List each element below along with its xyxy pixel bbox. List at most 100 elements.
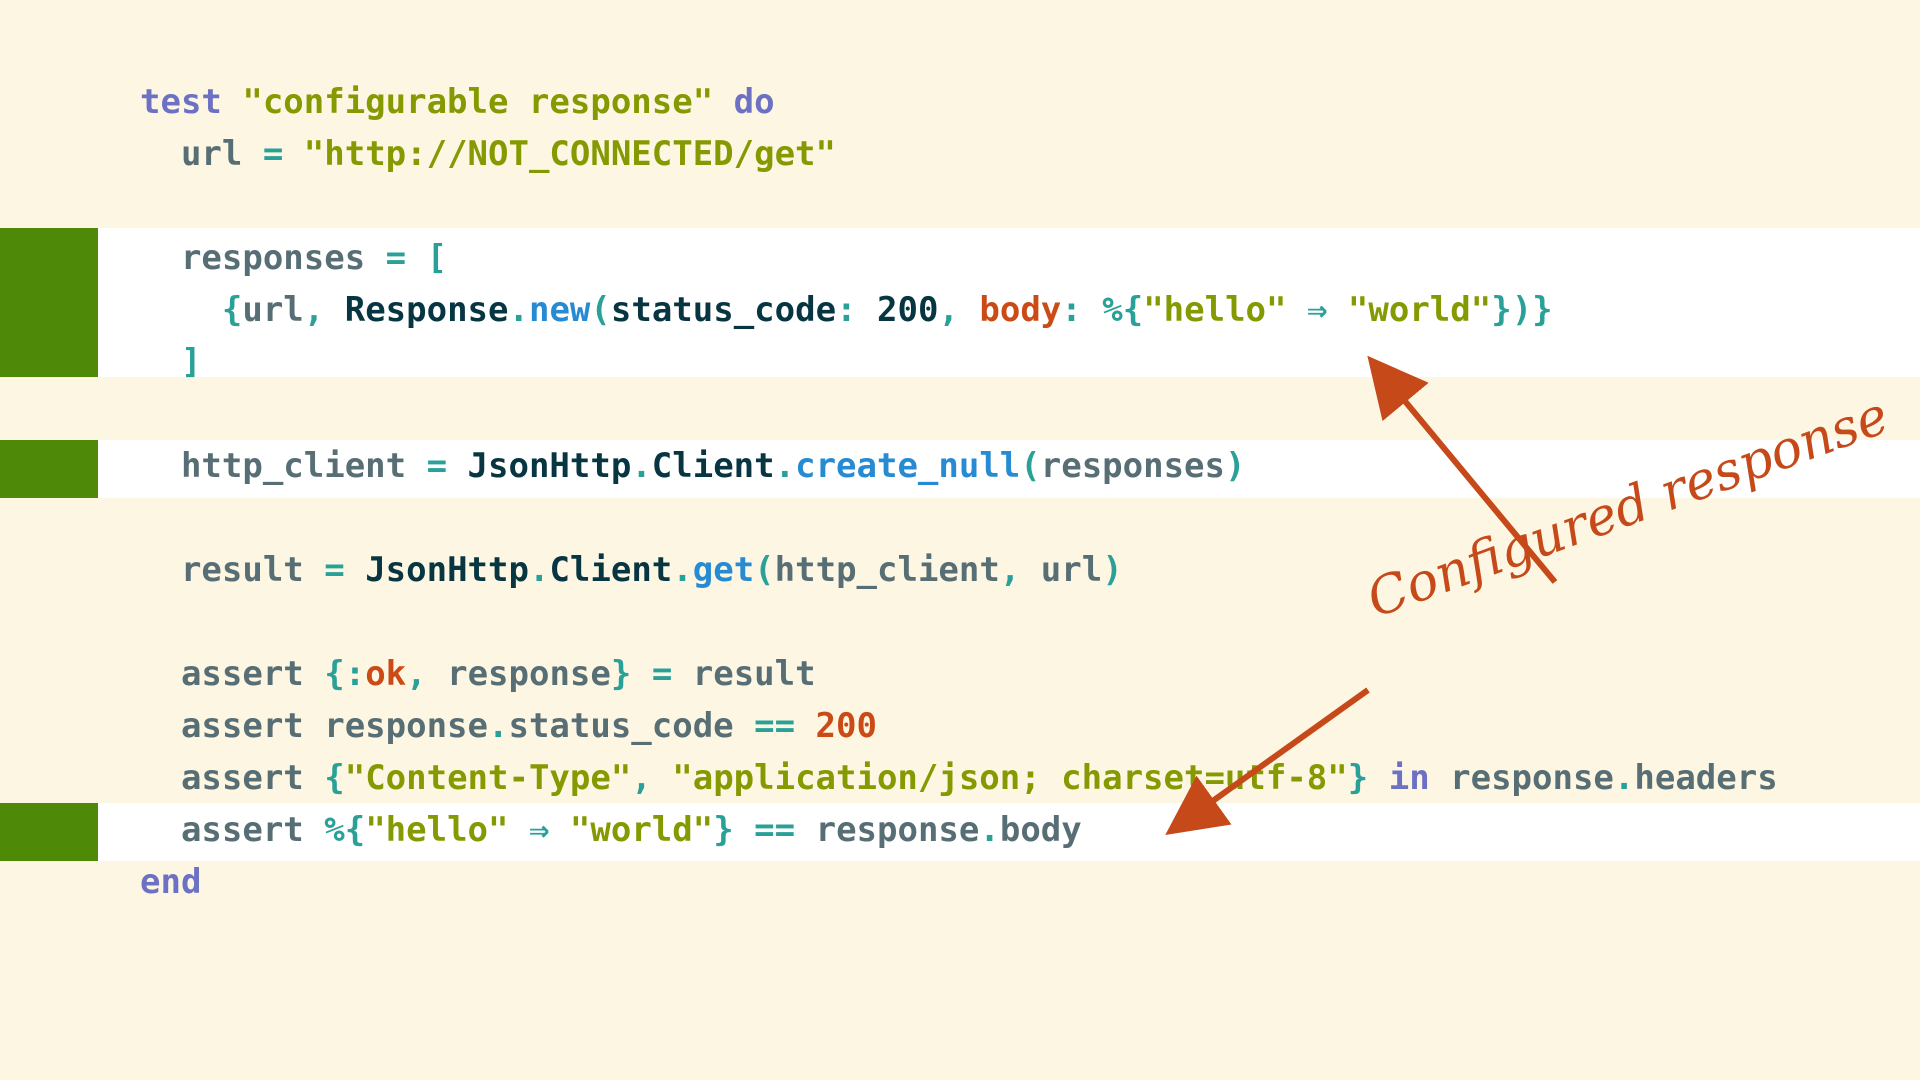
highlight-marker [0, 440, 98, 498]
code-token: ) [1224, 446, 1246, 486]
code-token: , [631, 758, 673, 798]
code-token: do [713, 82, 775, 122]
code-line: {url, Response.new(status_code: 200, bod… [140, 284, 1778, 336]
code-token: [ [406, 238, 448, 278]
highlight-band-http-client [0, 440, 1920, 498]
code-token: JsonHttp [447, 446, 632, 486]
code-token: Client [549, 550, 673, 590]
code-token: . [672, 550, 693, 590]
code-token: ( [1020, 446, 1041, 486]
code-line: assert response.status_code == 200 [140, 700, 1778, 752]
code-token: response [795, 810, 980, 850]
code-token: http_client [774, 550, 1000, 590]
code-token: "hello" [1143, 290, 1287, 330]
code-token: : [836, 290, 878, 330]
code-token: , [938, 290, 980, 330]
code-token: responses [1040, 446, 1225, 486]
code-token: . [508, 290, 529, 330]
code-token: assert [140, 654, 325, 694]
code-token: } [713, 810, 755, 850]
code-token: body [979, 290, 1062, 330]
code-token: JsonHttp [344, 550, 529, 590]
highlight-marker [0, 803, 98, 861]
code-token: ] [140, 342, 202, 382]
code-token: "world" [1347, 290, 1492, 330]
code-token: ) [1102, 550, 1123, 590]
code-token: url [1040, 550, 1103, 590]
code-token: . [1613, 758, 1635, 798]
code-token: end [140, 862, 202, 902]
arrow-to-configured-response [1367, 355, 1558, 584]
code-token: test [140, 82, 243, 122]
code-token: , [406, 654, 448, 694]
code-block: test "configurable response" do url = "h… [140, 76, 1778, 908]
code-token: . [979, 810, 1000, 850]
code-token: . [528, 550, 550, 590]
code-token: = [385, 238, 407, 278]
code-token: url [140, 134, 263, 174]
code-token: % [1102, 290, 1123, 330]
code-token: "http://NOT_CONNECTED/get" [283, 134, 836, 174]
code-token: , [999, 550, 1041, 590]
code-line: http_client = JsonHttp.Client.create_nul… [140, 440, 1778, 492]
code-token: result [140, 550, 325, 590]
code-token: in [1368, 758, 1430, 798]
code-token: 200 [877, 290, 939, 330]
code-line: ] [140, 336, 1778, 388]
code-token: Response [344, 290, 509, 330]
code-token: "world" [569, 810, 714, 850]
code-token: Client [651, 446, 775, 486]
code-token: create_null [795, 446, 1021, 486]
code-token: ( [754, 550, 775, 590]
code-token: } [1347, 758, 1369, 798]
code-line: assert %{"hello" ⇒ "world"} == response.… [140, 804, 1778, 856]
code-token: headers [1634, 758, 1778, 798]
code-token: ⇒ [1286, 290, 1348, 330]
code-token: "Content-Type" [344, 758, 632, 798]
code-token: . [774, 446, 796, 486]
highlight-marker [0, 228, 98, 377]
code-token: "configurable response" [242, 82, 714, 122]
code-token: ⇒ [508, 810, 570, 850]
arrow-to-response-body [1165, 687, 1370, 835]
code-token: assert response [140, 706, 488, 746]
code-token: } [610, 654, 652, 694]
code-line: url = "http://NOT_CONNECTED/get" [140, 128, 1778, 180]
code-token: = [262, 134, 284, 174]
code-token: ( [590, 290, 611, 330]
code-token: assert [140, 810, 325, 850]
code-token: 200 [795, 706, 877, 746]
code-token: . [631, 446, 652, 486]
code-token: == [754, 706, 796, 746]
code-token: body [999, 810, 1082, 850]
code-token: http_client [140, 446, 427, 486]
highlight-band-responses [0, 228, 1920, 377]
code-token: { [140, 290, 243, 330]
code-token: = [651, 654, 673, 694]
code-token: : [1061, 290, 1103, 330]
code-token: "hello" [365, 810, 509, 850]
code-line: responses = [ [140, 232, 1778, 284]
code-line: result = JsonHttp.Client.get(http_client… [140, 544, 1778, 596]
code-token: == [754, 810, 796, 850]
highlight-band-assert-body [0, 803, 1920, 861]
code-token: assert [140, 758, 325, 798]
code-token: response [447, 654, 611, 694]
code-token: status_code [610, 290, 837, 330]
code-token: { [1122, 290, 1144, 330]
code-token: {: [324, 654, 366, 694]
code-token: responses [140, 238, 386, 278]
code-token: = [426, 446, 448, 486]
code-line: assert {:ok, response} = result [140, 648, 1778, 700]
code-token: ok [365, 654, 407, 694]
code-token: . [488, 706, 509, 746]
code-token: get [692, 550, 755, 590]
code-token: % [324, 810, 345, 850]
code-token: })} [1491, 290, 1553, 330]
code-token: , [303, 290, 345, 330]
code-token: response [1429, 758, 1614, 798]
code-token: = [324, 550, 345, 590]
code-token: result [672, 654, 816, 694]
code-token: { [344, 810, 366, 850]
